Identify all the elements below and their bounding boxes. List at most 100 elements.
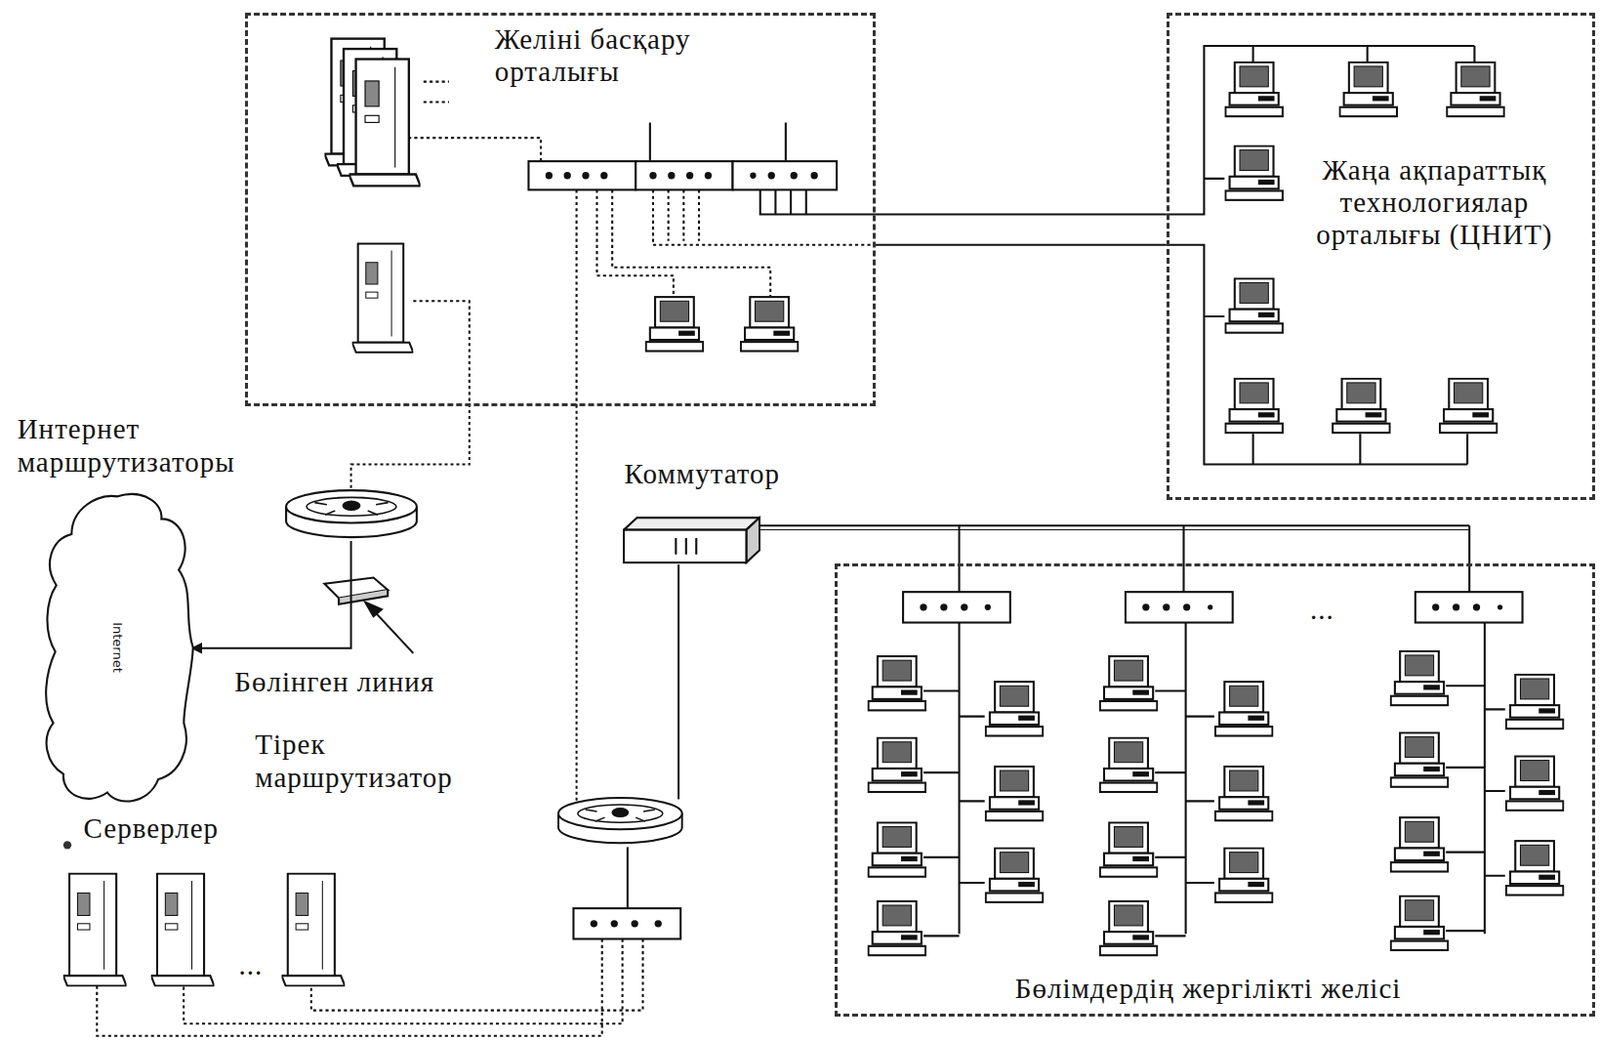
hub-ports xyxy=(667,171,675,179)
department-network xyxy=(1100,901,1158,955)
it-center-region: Жаңа ақпараттық технологиялар орталығы (… xyxy=(1166,12,1596,501)
department-network xyxy=(959,525,1471,592)
connector xyxy=(760,525,960,564)
department-network xyxy=(902,591,1011,622)
server-hub-ports xyxy=(590,919,662,927)
department-lan-region: Бөлімдердің жергілікті желісі xyxy=(834,563,1596,1017)
cnit-network xyxy=(1332,378,1391,433)
department-network xyxy=(1391,896,1449,950)
department-network xyxy=(923,622,985,937)
department-hub-ports xyxy=(1142,603,1149,611)
server-hub-ports xyxy=(631,919,639,927)
leader-arrow xyxy=(365,602,382,617)
department-network xyxy=(1391,817,1449,871)
department-network xyxy=(985,766,1044,821)
department-network xyxy=(1125,591,1233,622)
cnit-network xyxy=(1439,378,1498,433)
node-label: Тірек маршрутизатор xyxy=(252,728,502,794)
department-network xyxy=(1100,821,1158,876)
department-hub-ports xyxy=(1473,603,1480,611)
cnit-network xyxy=(1225,378,1283,433)
switch-symbol xyxy=(622,515,761,565)
cnit-network xyxy=(1339,62,1397,117)
department-hub-ports xyxy=(1162,603,1170,611)
department-network xyxy=(868,821,927,876)
department-network xyxy=(1506,674,1564,729)
server-hub-ports xyxy=(611,919,618,927)
hub-ports xyxy=(768,171,776,179)
department-hub-ports xyxy=(1183,603,1190,611)
hub-ports xyxy=(581,171,589,179)
switch: Коммутатор xyxy=(622,515,761,565)
department-network xyxy=(868,656,927,710)
connector xyxy=(875,213,1167,216)
hub-ports xyxy=(790,171,798,179)
department-network xyxy=(1391,651,1449,705)
management-equipment xyxy=(733,161,838,190)
management-wires xyxy=(408,82,876,407)
department-network xyxy=(1415,591,1523,622)
server-farm xyxy=(63,840,681,1036)
node-label: Бөлімдердің жергілікті желісі xyxy=(1013,972,1404,1005)
management-wires xyxy=(408,82,541,163)
department-network xyxy=(985,847,1044,902)
cnit-network xyxy=(1166,245,1468,465)
department-network xyxy=(760,525,1564,955)
department-hub-ports xyxy=(960,603,968,611)
server-farm xyxy=(63,840,72,849)
management-equipment xyxy=(635,161,733,190)
department-network xyxy=(1506,840,1564,895)
department-network xyxy=(760,529,1470,531)
department-network xyxy=(868,738,927,792)
server-farm xyxy=(63,873,127,986)
connector xyxy=(575,406,578,807)
hub-ports xyxy=(545,171,819,179)
management-wires xyxy=(653,189,876,245)
server-farm xyxy=(626,846,629,908)
cnit-network xyxy=(1225,145,1283,200)
server-hub-ports xyxy=(655,919,662,927)
server-hub-ports xyxy=(590,919,598,927)
management-wires-solid xyxy=(650,122,786,162)
hub-ports xyxy=(600,171,608,179)
management-wires xyxy=(412,300,469,407)
hub-ports xyxy=(749,172,756,179)
department-network xyxy=(868,901,927,955)
leader-arrow xyxy=(365,602,413,654)
department-network xyxy=(985,681,1044,736)
hub-ports xyxy=(545,171,553,179)
department-network xyxy=(1100,656,1158,710)
department-network xyxy=(1100,738,1158,792)
department-network xyxy=(1215,847,1273,902)
department-network xyxy=(1154,622,1215,937)
management-wires xyxy=(575,189,578,407)
cnit-network xyxy=(1166,45,1505,464)
department-network xyxy=(1215,681,1273,736)
hub-ports xyxy=(810,171,818,179)
router-symbol xyxy=(556,795,685,847)
internet-router: Интернет маршрутизаторы xyxy=(284,488,419,541)
modem xyxy=(324,577,388,605)
modem xyxy=(338,589,388,605)
server-farm xyxy=(151,873,215,986)
node-label: Желіні басқару орталығы xyxy=(492,23,804,89)
cnit-network xyxy=(1225,278,1283,332)
cnit-network xyxy=(1225,62,1283,117)
management-equipment xyxy=(740,296,799,351)
department-network xyxy=(1215,766,1273,821)
management-equipment xyxy=(352,244,414,353)
hub-ports xyxy=(564,171,572,179)
management-wires-solid xyxy=(760,189,876,214)
group-label: Серверлер xyxy=(82,812,221,845)
hub-ports xyxy=(649,171,657,179)
management-equipment xyxy=(646,296,704,351)
node-label: Жаңа ақпараттық технологиялар орталығы (… xyxy=(1300,154,1570,252)
management-equipment xyxy=(348,59,420,187)
router-symbol xyxy=(284,488,419,541)
department-hub-ports xyxy=(940,603,947,611)
connector xyxy=(875,244,1167,247)
edge-label: Бөлінген линия xyxy=(232,665,437,698)
department-hub-ports xyxy=(984,604,991,611)
department-network xyxy=(1506,755,1564,810)
